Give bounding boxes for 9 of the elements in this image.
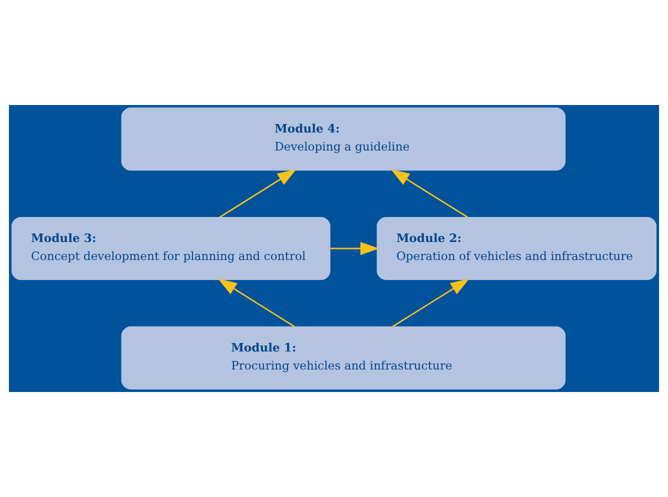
node-box: Module 3: Concept development for planning and control	[11, 216, 330, 280]
arrow	[218, 278, 296, 328]
node-box: Module 4: Developing a guideline	[121, 108, 566, 171]
arrow	[390, 169, 468, 218]
node-box: Module 2: Operation of vehicles and infrastructure	[376, 216, 657, 280]
arrow	[219, 169, 296, 218]
node-box: Module 1: Procuring vehicles and infrastructure	[121, 326, 566, 390]
arrow	[330, 242, 380, 256]
arrow	[392, 278, 470, 328]
